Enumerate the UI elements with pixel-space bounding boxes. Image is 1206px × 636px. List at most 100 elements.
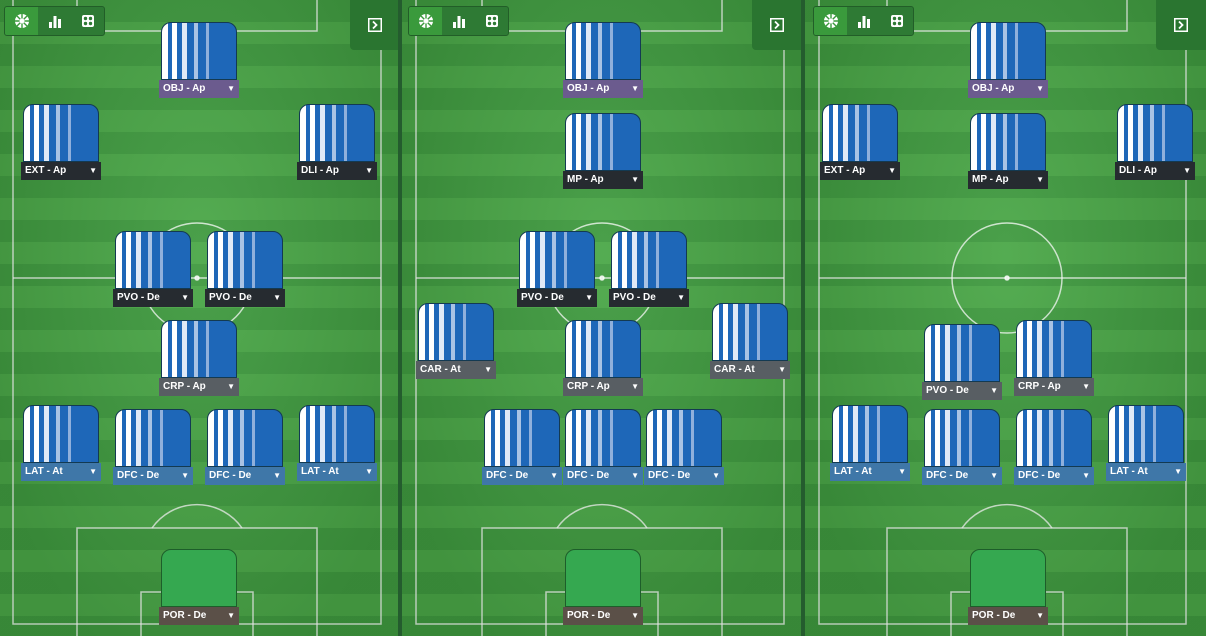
- player-slot[interactable]: CRP - Ap▼: [159, 320, 239, 396]
- stats-view-button[interactable]: [847, 7, 880, 35]
- role-dropdown[interactable]: LAT - At▼: [297, 463, 377, 481]
- kit-shirt: [646, 409, 722, 467]
- role-dropdown[interactable]: DFC - De▼: [113, 467, 193, 485]
- player-slot[interactable]: CAR - At▼: [416, 303, 496, 379]
- role-dropdown[interactable]: EXT - Ap▼: [820, 162, 900, 180]
- player-slot[interactable]: DFC - De▼: [644, 409, 724, 485]
- role-dropdown[interactable]: POR - De▼: [968, 607, 1048, 625]
- player-slot[interactable]: OBJ - Ap▼: [159, 22, 239, 98]
- player-slot[interactable]: LAT - At ▼: [1106, 405, 1186, 481]
- bar-chart-icon: [48, 16, 61, 28]
- player-slot[interactable]: CRP - Ap▼: [1014, 320, 1094, 396]
- collapse-panel-button[interactable]: [752, 0, 802, 50]
- role-dropdown[interactable]: OBJ - Ap▼: [563, 80, 643, 98]
- player-slot[interactable]: DFC - De▼: [1014, 409, 1094, 485]
- role-label: PVO - De: [209, 292, 252, 303]
- player-slot[interactable]: DFC - De▼: [113, 409, 193, 485]
- role-dropdown[interactable]: DFC - De▼: [1014, 467, 1094, 485]
- pitch-view-button[interactable]: [409, 7, 442, 35]
- kit-shirt: [161, 22, 237, 80]
- player-slot[interactable]: LAT - At▼: [830, 405, 910, 481]
- role-dropdown[interactable]: LAT - At▼: [21, 463, 101, 481]
- player-slot[interactable]: PVO - De▼: [922, 324, 1002, 400]
- board-view-button[interactable]: [71, 7, 104, 35]
- role-dropdown[interactable]: PVO - De▼: [609, 289, 689, 307]
- role-dropdown[interactable]: CAR - At▼: [710, 361, 790, 379]
- role-label: OBJ - Ap: [972, 83, 1015, 94]
- player-slot[interactable]: OBJ - Ap▼: [563, 22, 643, 98]
- player-slot[interactable]: DFC - De▼: [482, 409, 562, 485]
- goalkeeper-slot[interactable]: POR - De▼: [159, 549, 239, 625]
- kit-shirt: [161, 320, 237, 378]
- chevron-down-icon: ▼: [631, 611, 639, 620]
- player-slot[interactable]: LAT - At▼: [21, 405, 101, 481]
- player-slot[interactable]: OBJ - Ap▼: [968, 22, 1048, 98]
- kit-shirt: [115, 409, 191, 467]
- role-dropdown[interactable]: DFC - De▼: [563, 467, 643, 485]
- role-dropdown[interactable]: PVO - De▼: [517, 289, 597, 307]
- role-dropdown[interactable]: CRP - Ap▼: [1014, 378, 1094, 396]
- role-dropdown[interactable]: PVO - De▼: [113, 289, 193, 307]
- collapse-panel-button[interactable]: [1156, 0, 1206, 50]
- role-dropdown[interactable]: MP - Ap▼: [563, 171, 643, 189]
- view-toolbar: [813, 6, 914, 36]
- player-slot[interactable]: DLI - Ap▼: [1115, 104, 1195, 180]
- role-dropdown[interactable]: CRP - Ap▼: [563, 378, 643, 396]
- stats-view-button[interactable]: [442, 7, 475, 35]
- role-dropdown[interactable]: MP - Ap▼: [968, 171, 1048, 189]
- role-dropdown[interactable]: POR - De▼: [159, 607, 239, 625]
- kit-shirt: [822, 104, 898, 162]
- stats-view-button[interactable]: [38, 7, 71, 35]
- role-dropdown[interactable]: LAT - At ▼: [1106, 463, 1186, 481]
- player-slot[interactable]: EXT - Ap▼: [21, 104, 101, 180]
- role-dropdown[interactable]: DLI - Ap▼: [1115, 162, 1195, 180]
- role-dropdown[interactable]: PVO - De▼: [922, 382, 1002, 400]
- chevron-down-icon: ▼: [365, 467, 373, 476]
- player-slot[interactable]: DFC - De▼: [563, 409, 643, 485]
- goalkeeper-slot[interactable]: POR - De▼: [563, 549, 643, 625]
- role-dropdown[interactable]: DLI - Ap▼: [297, 162, 377, 180]
- role-dropdown[interactable]: DFC - De▼: [922, 467, 1002, 485]
- role-dropdown[interactable]: DFC - De▼: [205, 467, 285, 485]
- player-slot[interactable]: PVO - De▼: [517, 231, 597, 307]
- chevron-down-icon: ▼: [1174, 467, 1182, 476]
- role-dropdown[interactable]: DFC - De▼: [482, 467, 562, 485]
- role-dropdown[interactable]: DFC - De▼: [644, 467, 724, 485]
- kit-shirt: [23, 405, 99, 463]
- player-slot[interactable]: MP - Ap▼: [968, 113, 1048, 189]
- kit-shirt: [299, 405, 375, 463]
- kit-shirt: [832, 405, 908, 463]
- role-dropdown[interactable]: POR - De▼: [563, 607, 643, 625]
- player-slot[interactable]: EXT - Ap▼: [820, 104, 900, 180]
- bar-chart-icon: [452, 16, 465, 28]
- board-view-button[interactable]: [475, 7, 508, 35]
- role-dropdown[interactable]: CAR - At▼: [416, 361, 496, 379]
- role-dropdown[interactable]: CRP - Ap▼: [159, 378, 239, 396]
- player-slot[interactable]: MP - Ap▼: [563, 113, 643, 189]
- chevron-down-icon: ▼: [1183, 166, 1191, 175]
- role-dropdown[interactable]: OBJ - Ap▼: [159, 80, 239, 98]
- role-dropdown[interactable]: PVO - De▼: [205, 289, 285, 307]
- pitch-view-button[interactable]: [814, 7, 847, 35]
- player-slot[interactable]: PVO - De▼: [609, 231, 689, 307]
- board-view-button[interactable]: [880, 7, 913, 35]
- player-slot[interactable]: DLI - Ap▼: [297, 104, 377, 180]
- role-dropdown[interactable]: EXT - Ap▼: [21, 162, 101, 180]
- player-slot[interactable]: LAT - At▼: [297, 405, 377, 481]
- pitch-view-button[interactable]: [5, 7, 38, 35]
- player-slot[interactable]: CAR - At▼: [710, 303, 790, 379]
- role-label: LAT - At: [1110, 466, 1148, 477]
- chevron-down-icon: ▼: [1082, 471, 1090, 480]
- player-slot[interactable]: PVO - De▼: [113, 231, 193, 307]
- collapse-panel-button[interactable]: [350, 0, 400, 50]
- kit-shirt: [565, 113, 641, 171]
- goalkeeper-slot[interactable]: POR - De▼: [968, 549, 1048, 625]
- player-slot[interactable]: DFC - De▼: [922, 409, 1002, 485]
- role-dropdown[interactable]: OBJ - Ap▼: [968, 80, 1048, 98]
- player-slot[interactable]: CRP - Ap▼: [563, 320, 643, 396]
- role-dropdown[interactable]: LAT - At▼: [830, 463, 910, 481]
- player-slot[interactable]: DFC - De▼: [205, 409, 285, 485]
- kit-shirt: [970, 549, 1046, 607]
- pitch-panel-3: OBJ - Ap▼ EXT - Ap▼ MP - Ap▼ DLI - Ap▼ P…: [805, 0, 1206, 636]
- player-slot[interactable]: PVO - De▼: [205, 231, 285, 307]
